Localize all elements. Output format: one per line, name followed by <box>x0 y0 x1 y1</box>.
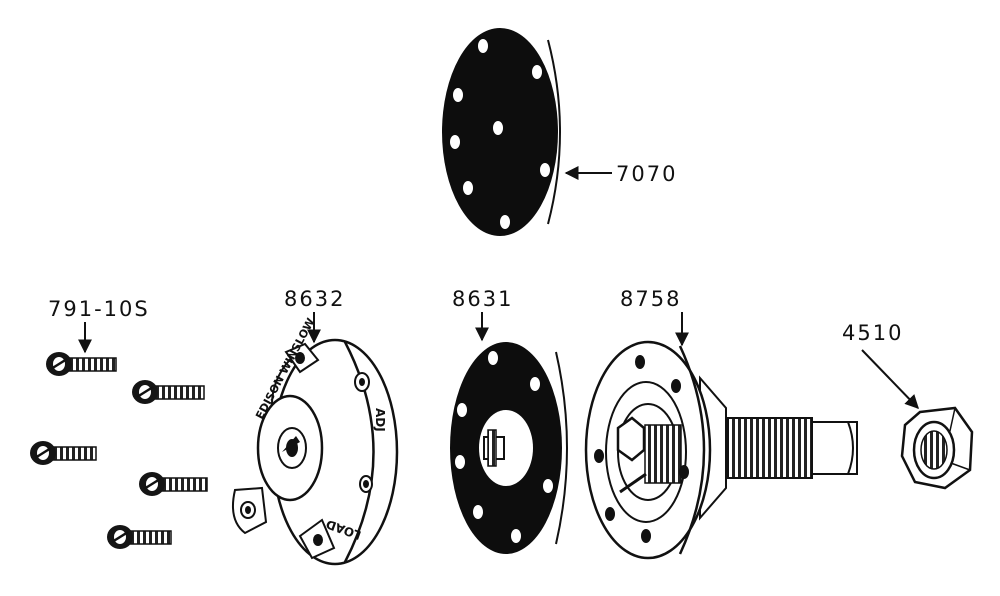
screw <box>139 472 208 496</box>
diaphragm-8631 <box>450 342 568 554</box>
screw <box>132 380 205 404</box>
label-8632: 8632 <box>284 287 345 311</box>
body-8758 <box>584 340 858 560</box>
screw <box>107 525 172 549</box>
screw <box>46 352 117 376</box>
label-791-10s: 791-10S <box>48 297 150 321</box>
cap-8632: EDISON WINSLOW ADJ LOAD <box>232 316 399 566</box>
nut-4510 <box>900 406 974 490</box>
diaphragm-7070 <box>442 28 561 236</box>
label-8758: 8758 <box>620 287 681 311</box>
cap-adj-embossing: ADJ <box>373 408 387 432</box>
label-4510: 4510 <box>842 321 903 345</box>
screw <box>30 441 97 465</box>
label-7070: 7070 <box>616 162 677 186</box>
label-8631: 8631 <box>452 287 513 311</box>
leader-4510 <box>861 349 919 410</box>
